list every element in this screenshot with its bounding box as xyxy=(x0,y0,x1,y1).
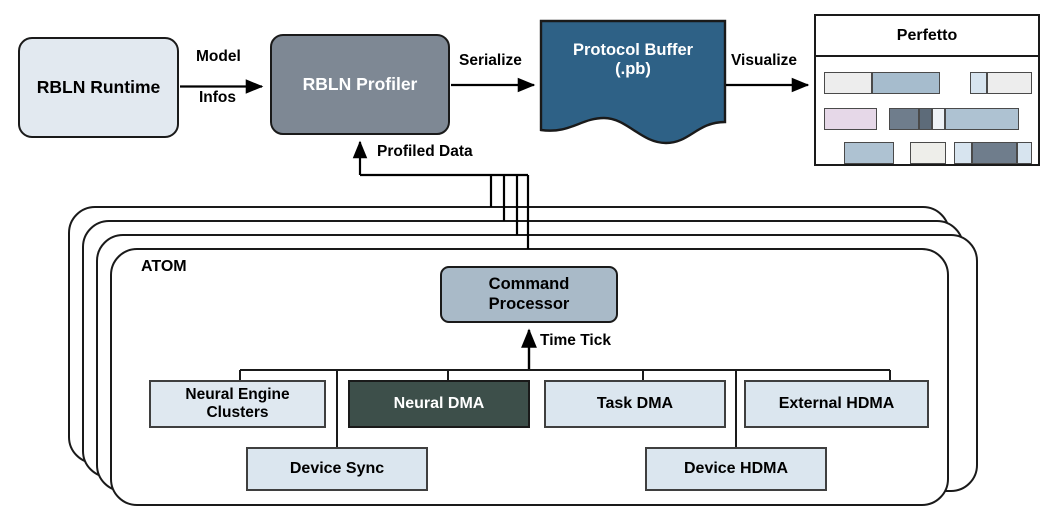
rbln-runtime-block[interactable]: RBLN Runtime xyxy=(18,37,179,138)
protocol-buffer-label: Protocol Buffer (.pb) xyxy=(573,41,693,80)
timeline-slice[interactable] xyxy=(872,72,940,94)
timeline-slice[interactable] xyxy=(932,108,945,130)
neural-engine-clusters-block[interactable]: Neural Engine Clusters xyxy=(149,380,326,428)
timeline-slice[interactable] xyxy=(954,142,972,164)
device-hdma-label: Device HDMA xyxy=(683,459,789,477)
command-processor-line2: Processor xyxy=(488,294,570,313)
neural-engine-clusters-line1: Neural Engine xyxy=(185,385,290,403)
device-sync-label: Device Sync xyxy=(289,459,385,477)
task-dma-block[interactable]: Task DMA xyxy=(544,380,726,428)
task-dma-label: Task DMA xyxy=(596,394,674,412)
edge-label-visualize: Visualize xyxy=(731,52,798,69)
neural-dma-label: Neural DMA xyxy=(393,394,485,412)
timeline-slice[interactable] xyxy=(970,72,987,94)
timeline-slice[interactable] xyxy=(824,108,877,130)
timeline-slice[interactable] xyxy=(1017,142,1032,164)
device-sync-block[interactable]: Device Sync xyxy=(246,447,428,491)
atom-card-stack xyxy=(68,206,978,506)
rbln-profiler-label: RBLN Profiler xyxy=(302,74,418,95)
protocol-buffer-block[interactable]: Protocol Buffer (.pb) xyxy=(541,21,725,133)
neural-dma-block[interactable]: Neural DMA xyxy=(348,380,530,428)
edge-label-model: Model xyxy=(196,48,241,65)
edge-label-profiled-data: Profiled Data xyxy=(377,143,473,160)
timeline-slice[interactable] xyxy=(919,108,932,130)
edge-label-time-tick: Time Tick xyxy=(540,332,611,349)
timeline-slice[interactable] xyxy=(987,72,1032,94)
atom-label: ATOM xyxy=(141,258,187,275)
protocol-buffer-line2: (.pb) xyxy=(615,60,651,79)
timeline-slice[interactable] xyxy=(844,142,894,164)
external-hdma-block[interactable]: External HDMA xyxy=(744,380,929,428)
timeline-slice[interactable] xyxy=(945,108,1019,130)
timeline-slice[interactable] xyxy=(910,142,946,164)
command-processor-label: Command Processor xyxy=(489,275,570,314)
edge-label-serialize: Serialize xyxy=(459,52,522,69)
perfetto-panel[interactable]: Perfetto xyxy=(814,14,1040,166)
timeline-slice[interactable] xyxy=(972,142,1017,164)
command-processor-line1: Command xyxy=(488,275,570,294)
rbln-runtime-label: RBLN Runtime xyxy=(36,77,161,98)
neural-engine-clusters-label: Neural Engine Clusters xyxy=(185,386,289,423)
neural-engine-clusters-line2: Clusters xyxy=(206,404,269,421)
timeline-slice[interactable] xyxy=(889,108,919,130)
rbln-profiler-block[interactable]: RBLN Profiler xyxy=(270,34,450,135)
perfetto-timeline[interactable] xyxy=(816,57,1038,166)
timeline-slice[interactable] xyxy=(824,72,872,94)
external-hdma-label: External HDMA xyxy=(778,394,895,412)
perfetto-title: Perfetto xyxy=(816,16,1038,57)
device-hdma-block[interactable]: Device HDMA xyxy=(645,447,827,491)
edge-label-infos: Infos xyxy=(199,89,237,106)
command-processor-block[interactable]: Command Processor xyxy=(440,266,618,323)
protocol-buffer-line1: Protocol Buffer xyxy=(572,41,694,59)
